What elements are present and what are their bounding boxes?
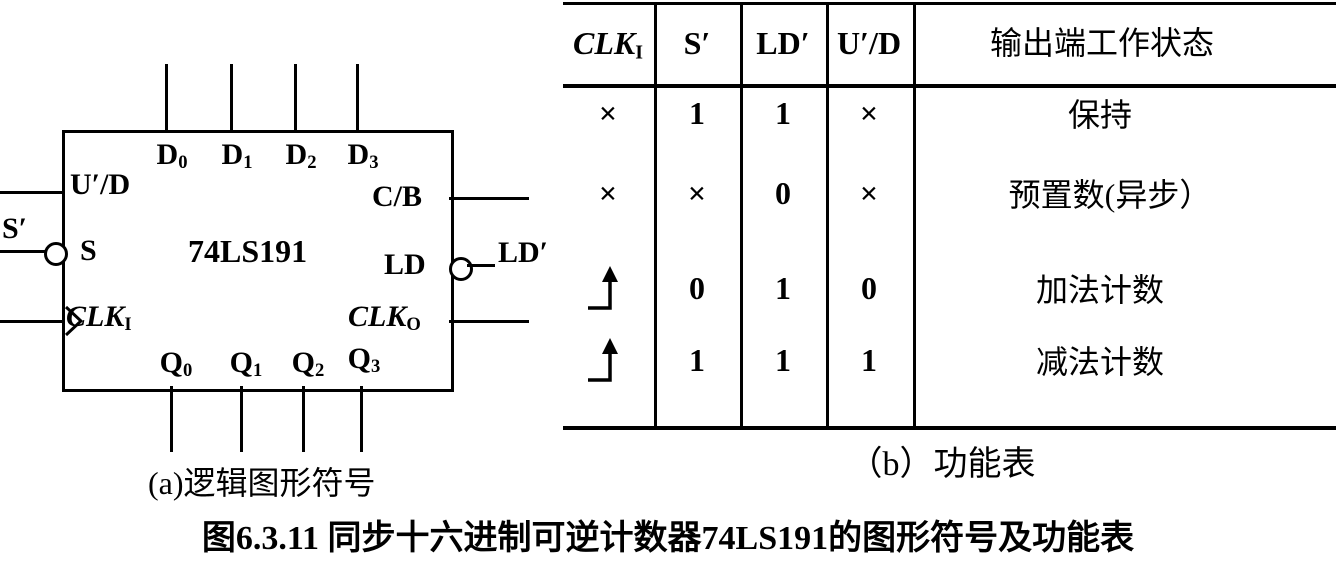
pin-base: D bbox=[285, 138, 308, 171]
rising-edge-icon bbox=[584, 264, 632, 314]
cell-ld: 1 bbox=[775, 95, 791, 131]
pin-sub: 2 bbox=[315, 360, 325, 382]
clk-base: CLK bbox=[66, 300, 125, 333]
pin-label-q0: Q0 bbox=[160, 346, 193, 382]
pin-label-d1: D1 bbox=[222, 138, 253, 174]
cell-ud: 0 bbox=[861, 270, 877, 306]
table-column-line-2 bbox=[740, 2, 743, 430]
wire-clk-in bbox=[0, 320, 62, 323]
pin-line-q1 bbox=[240, 386, 243, 452]
pin-label-d2: D2 bbox=[286, 138, 317, 174]
external-label-s: S′ bbox=[2, 212, 28, 245]
cell-clk: × bbox=[598, 95, 618, 131]
header-s: S′ bbox=[683, 25, 711, 61]
pin-line-q2 bbox=[302, 386, 305, 452]
inverter-bubble-s bbox=[44, 242, 68, 266]
pin-line-d2 bbox=[294, 64, 297, 130]
pin-base: Q bbox=[291, 346, 316, 379]
wire-s bbox=[0, 250, 46, 253]
caption-a: (a)逻辑图形符号 bbox=[148, 465, 376, 501]
cell-ld: 1 bbox=[775, 270, 791, 306]
pin-line-d3 bbox=[356, 64, 359, 130]
wire-ud bbox=[0, 191, 62, 194]
cell-state: 保持 bbox=[1067, 97, 1133, 133]
cell-ud: × bbox=[859, 175, 879, 211]
pin-sub: 3 bbox=[371, 356, 381, 378]
wire-clk-out bbox=[449, 320, 529, 323]
pin-line-q0 bbox=[170, 386, 173, 452]
caption-b: （b）功能表 bbox=[848, 446, 1036, 483]
pin-sub: 1 bbox=[253, 360, 263, 382]
clk-sub: O bbox=[406, 314, 421, 336]
pin-sub: 3 bbox=[369, 152, 379, 174]
pin-label-clk-out: CLKO bbox=[348, 300, 421, 336]
figure-caption: 图6.3.11 同步十六进制可逆计数器74LS191的图形符号及功能表 bbox=[201, 520, 1135, 557]
pin-line-q3 bbox=[360, 386, 363, 452]
pin-base: D bbox=[221, 138, 244, 171]
clock-edge-triangle-icon bbox=[65, 306, 83, 338]
table-border-top bbox=[563, 2, 1336, 5]
pin-label-ud: U′/D bbox=[70, 168, 131, 201]
table-column-line-4 bbox=[913, 2, 916, 430]
clk-base: CLK bbox=[348, 300, 407, 333]
cell-state: 预置数(异步） bbox=[1008, 177, 1212, 213]
pin-line-d0 bbox=[165, 64, 168, 130]
cell-ud: × bbox=[859, 95, 879, 131]
clk-sub: I bbox=[124, 314, 132, 336]
pin-label-d3: D3 bbox=[348, 138, 379, 174]
pin-label-q3: Q3 bbox=[348, 342, 381, 378]
cell-ld: 0 bbox=[775, 175, 791, 211]
chip-body-outline bbox=[62, 130, 454, 392]
wire-cb bbox=[449, 197, 529, 200]
pin-label-s: S bbox=[80, 234, 97, 267]
inverter-bubble-ld bbox=[449, 257, 473, 281]
cell-state: 减法计数 bbox=[1035, 344, 1165, 380]
pin-sub: 0 bbox=[183, 360, 193, 382]
rising-edge-icon bbox=[584, 336, 632, 386]
table-border-bottom bbox=[563, 426, 1336, 430]
external-label-ld: LD′ bbox=[498, 236, 549, 269]
table-header-separator bbox=[563, 84, 1336, 88]
clk-base: CLK bbox=[573, 25, 636, 61]
pin-base: Q bbox=[159, 346, 184, 379]
cell-clk: × bbox=[598, 175, 618, 211]
clk-sub: I bbox=[635, 41, 643, 64]
cell-s: 1 bbox=[689, 95, 705, 131]
cell-s: × bbox=[687, 175, 707, 211]
pin-label-clk-in: CLKI bbox=[66, 300, 132, 336]
pin-sub: 2 bbox=[307, 152, 317, 174]
pin-label-q2: Q2 bbox=[292, 346, 325, 382]
table-column-line-3 bbox=[826, 2, 829, 430]
cell-s: 0 bbox=[689, 270, 705, 306]
chip-part-number: 74LS191 bbox=[188, 233, 308, 269]
cell-s: 1 bbox=[689, 342, 705, 378]
header-state: 输出端工作状态 bbox=[989, 25, 1215, 61]
pin-label-q1: Q1 bbox=[230, 346, 263, 382]
pin-label-cb: C/B bbox=[372, 180, 423, 213]
pin-base: Q bbox=[347, 342, 372, 375]
pin-sub: 0 bbox=[178, 152, 188, 174]
cell-ld: 1 bbox=[775, 342, 791, 378]
table-column-line-1 bbox=[654, 2, 657, 430]
pin-line-d1 bbox=[230, 64, 233, 130]
pin-base: D bbox=[156, 138, 179, 171]
pin-label-ld: LD bbox=[384, 248, 426, 281]
header-ld: LD′ bbox=[756, 25, 810, 61]
header-ud: U′/D bbox=[836, 25, 902, 61]
pin-base: D bbox=[347, 138, 370, 171]
pin-label-d0: D0 bbox=[157, 138, 188, 174]
cell-state: 加法计数 bbox=[1035, 272, 1165, 308]
pin-sub: 1 bbox=[243, 152, 253, 174]
cell-ud: 1 bbox=[861, 342, 877, 378]
wire-ld bbox=[467, 264, 495, 267]
pin-base: Q bbox=[229, 346, 254, 379]
header-clk: CLKI bbox=[573, 25, 643, 64]
